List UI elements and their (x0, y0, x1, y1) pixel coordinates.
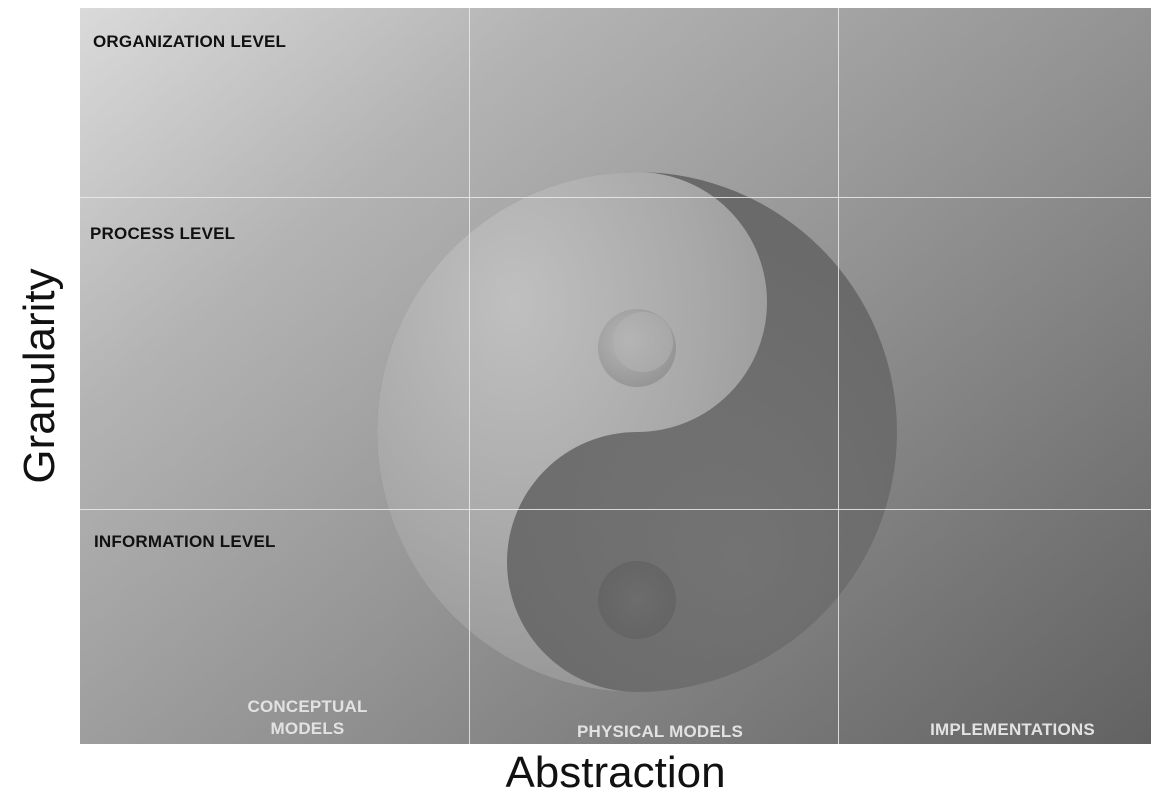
grid-line-horizontal-2 (80, 509, 1151, 510)
row-label-process: PROCESS LEVEL (90, 224, 236, 243)
row-label-information: INFORMATION LEVEL (94, 532, 276, 551)
yin-yang-light-half (377, 172, 767, 692)
grid-line-vertical-1 (469, 8, 470, 744)
column-label-physical-models: PHYSICAL MODELS (576, 722, 744, 741)
column-label-conceptual-models: CONCEPTUAL MODELS (247, 697, 368, 738)
x-axis-label: Abstraction (505, 748, 726, 797)
y-axis-label: Granularity (15, 268, 64, 484)
grid-line-vertical-2 (838, 8, 839, 744)
row-label-organization: ORGANIZATION LEVEL (93, 32, 287, 51)
matrix-panel: ORGANIZATION LEVEL PROCESS LEVEL INFORMA… (80, 8, 1151, 744)
yin-yang-icon (377, 172, 897, 692)
column-label-implementations: IMPLEMENTATIONS (930, 720, 1095, 739)
grid-line-horizontal-1 (80, 197, 1151, 198)
yin-yang-lower-dot (598, 561, 676, 639)
